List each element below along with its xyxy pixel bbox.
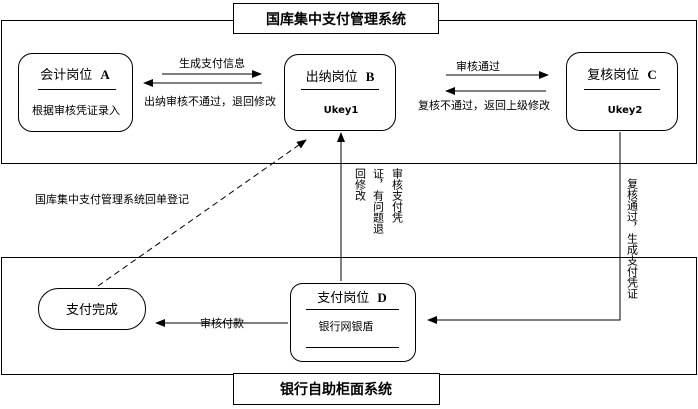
node-payment-post-desc: 银行网银盾 [319, 319, 374, 333]
svg-text:支付岗位 D: 支付岗位 D [317, 290, 387, 306]
node-accounting-desc: 根据审核凭证录入 [32, 103, 120, 117]
node-reviewer-desc: Ukey2 [608, 105, 643, 116]
bank-system-title: 银行自助柜面系统 [280, 381, 392, 398]
svg-text:出纳岗位 B: 出纳岗位 B [306, 69, 375, 85]
edge-complete-to-b: 国库集中支付管理系统回单登记 [35, 139, 307, 287]
edge-d-to-b-label-left: 回修改 [354, 168, 367, 202]
node-complete: 支付完成 [38, 288, 146, 330]
treasury-system-title-box [233, 3, 439, 34]
node-reviewer-title: 复核岗位 [587, 68, 639, 83]
node-cashier: 出纳岗位 B Ukey1 [284, 54, 396, 131]
svg-text:复核岗位 C: 复核岗位 C [587, 67, 657, 83]
node-cashier-title: 出纳岗位 [306, 70, 358, 85]
edge-b-to-a: 出纳审核不通过，退回修改 [143, 79, 276, 108]
treasury-system-title: 国库集中支付管理系统 [266, 11, 406, 28]
node-accounting-letter: A [100, 67, 110, 82]
node-reviewer: 复核岗位 C Ukey2 [566, 52, 678, 131]
edge-c-to-d: 复核通过，生成支付凭证 [427, 132, 639, 324]
edge-c-to-d-label: 复核通过，生成支付凭证 [626, 177, 639, 299]
node-cashier-letter: B [366, 69, 375, 84]
edge-b-to-a-label: 出纳审核不通过，退回修改 [144, 94, 276, 108]
edge-d-to-b-label-right: 审核支付凭 [391, 167, 404, 223]
node-payment-post-letter: D [377, 290, 386, 305]
node-payment-post: 支付岗位 D 银行网银盾 [290, 283, 416, 362]
edge-a-to-b-label: 生成支付信息 [179, 56, 245, 70]
node-accounting-title: 会计岗位 [40, 68, 92, 83]
node-complete-title: 支付完成 [66, 303, 118, 318]
edge-b-to-c-label: 审核通过 [456, 59, 500, 73]
svg-text:会计岗位 A: 会计岗位 A [40, 67, 110, 83]
node-cashier-desc: Ukey1 [324, 105, 359, 116]
edge-c-to-b-label: 复核不通过，返回上级修改 [418, 98, 550, 112]
edge-d-to-b: 回修改 证，有问题退 审核支付凭 [337, 132, 404, 281]
edge-a-to-b: 生成支付信息 [162, 56, 262, 78]
bank-system-title-box [233, 373, 440, 405]
edge-d-to-complete: 审核付款 [155, 316, 288, 330]
edge-c-to-b: 复核不通过，返回上级修改 [418, 87, 550, 112]
edge-b-to-c: 审核通过 [446, 59, 549, 79]
edge-d-to-complete-label: 审核付款 [200, 316, 244, 330]
node-accounting: 会计岗位 A 根据审核凭证录入 [18, 53, 133, 132]
edge-d-to-b-label-mid: 证，有问题退 [372, 168, 385, 234]
edge-complete-to-b-label: 国库集中支付管理系统回单登记 [35, 192, 189, 206]
node-payment-post-title: 支付岗位 [317, 291, 369, 306]
node-reviewer-letter: C [647, 67, 656, 82]
